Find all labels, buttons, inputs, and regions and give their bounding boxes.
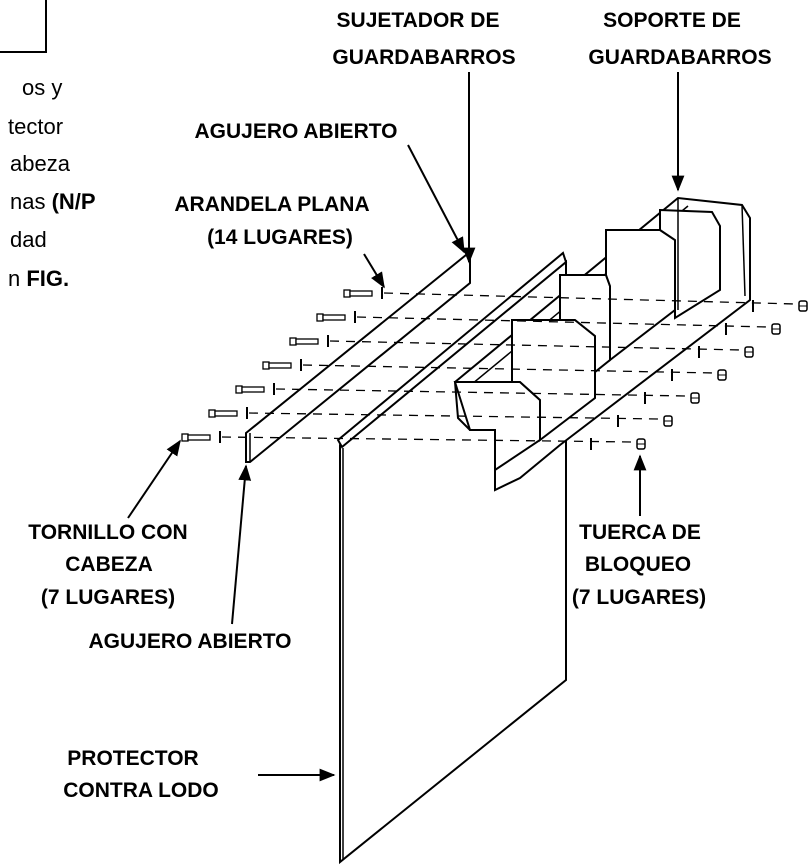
bolt-shank-7: [187, 434, 211, 441]
bolt-shank-6: [214, 410, 238, 417]
label-arandela: ARANDELA PLANA (14 LUGARES): [174, 193, 369, 249]
label-tuerca-line1: TUERCA DE: [579, 521, 701, 544]
instruction-line-2: tector: [8, 114, 63, 139]
leader-arandela: [363, 253, 385, 289]
bolt-shank-1: [349, 290, 373, 297]
bolt-axis-2: [356, 316, 769, 328]
label-soporte: SOPORTE DE GUARDABARROS: [588, 9, 771, 69]
leader-agujero-top: [407, 144, 465, 254]
instruction-line-5: dad: [10, 227, 47, 252]
instruction-line-3: abeza: [10, 151, 71, 176]
bolt-head-2: [316, 313, 324, 322]
instruction-line-4-bold: (N/P: [52, 189, 96, 214]
instruction-line-4: nas (N/P: [10, 189, 96, 214]
label-sujetador-line2: GUARDABARROS: [332, 46, 515, 69]
label-sujetador: SUJETADOR DE GUARDABARROS: [332, 9, 515, 69]
bolt-head-3: [289, 337, 297, 346]
label-protector-line1: PROTECTOR: [67, 747, 198, 770]
label-tornillo: TORNILLO CON CABEZA (7 LUGARES): [28, 521, 187, 609]
instruction-line-6: n FIG.: [8, 266, 69, 291]
middle-strip: [336, 251, 568, 449]
leader-agujero-bottom: [231, 464, 252, 625]
bolt-axis-3: [329, 340, 742, 351]
label-tuerca: TUERCA DE BLOQUEO (7 LUGARES): [572, 521, 706, 609]
label-soporte-line1: SOPORTE DE: [603, 9, 741, 32]
hardware-group: [181, 287, 808, 450]
label-tornillo-line3: (7 LUGARES): [41, 586, 175, 609]
bolt-shank-2: [322, 314, 346, 321]
bolt-axis-7: [221, 436, 634, 443]
leader-tornillo: [127, 439, 181, 519]
bolt-axis-4: [302, 364, 715, 374]
label-arandela-line2: (14 LUGARES): [207, 226, 353, 249]
instruction-line-4-plain: nas: [10, 189, 52, 214]
label-agujero-bottom: AGUJERO ABIERTO: [88, 630, 291, 653]
bolt-head-5: [235, 385, 243, 394]
bolt-head-7: [181, 433, 189, 442]
label-tornillo-line1: TORNILLO CON: [28, 521, 187, 544]
bolt-shank-4: [268, 362, 292, 369]
instruction-text-fragment: os y tector abeza nas (N/P dad n FIG.: [8, 75, 96, 291]
label-protector: PROTECTOR CONTRA LODO: [63, 747, 219, 802]
label-agujero-top: AGUJERO ABIERTO: [194, 120, 397, 143]
bolt-axis-6: [248, 412, 661, 420]
bolt-head-4: [262, 361, 270, 370]
instruction-line-6-plain: n: [8, 266, 26, 291]
bolt-head-6: [208, 409, 216, 418]
instruction-line-6-bold: FIG.: [26, 266, 69, 291]
note-box: [0, 0, 47, 53]
label-sujetador-line1: SUJETADOR DE: [337, 9, 500, 32]
label-tuerca-line2: BLOQUEO: [585, 553, 691, 576]
instruction-line-1: os y: [22, 75, 62, 100]
label-tornillo-line2: CABEZA: [65, 553, 153, 576]
label-protector-line2: CONTRA LODO: [63, 779, 219, 802]
bolt-axis-5: [275, 388, 688, 397]
label-soporte-line2: GUARDABARROS: [588, 46, 771, 69]
bolt-shank-3: [295, 338, 319, 345]
bolt-head-1: [343, 289, 351, 298]
bolt-axis-1: [383, 292, 796, 305]
bolt-shank-5: [241, 386, 265, 393]
label-tuerca-line3: (7 LUGARES): [572, 586, 706, 609]
label-arandela-line1: ARANDELA PLANA: [174, 193, 369, 216]
